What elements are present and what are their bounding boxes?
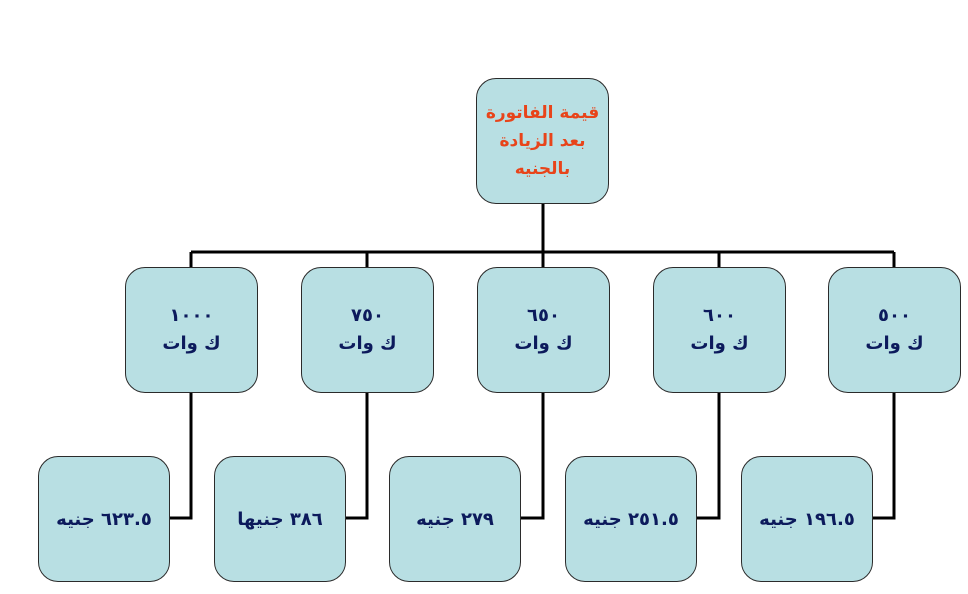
root-line-1: قيمة الفاتورة — [485, 103, 600, 123]
cost-node-4: ٢٥١.٥ جنيه — [565, 456, 697, 582]
consumption-value: ٧٥٠ — [351, 305, 384, 326]
elbow-1 — [170, 393, 193, 520]
cost-node-1: ٦٢٣.٥ جنيه — [38, 456, 170, 582]
consumption-unit: ك وات — [338, 333, 397, 354]
cost-value: ٦٢٣.٥ جنيه — [56, 508, 152, 530]
elbow-5 — [873, 393, 896, 520]
consumption-node-500: ٥٠٠ ك وات — [828, 267, 961, 393]
elbow-2 — [346, 393, 369, 520]
consumption-value: ٥٠٠ — [878, 305, 911, 326]
cost-value: ٣٨٦ جنيها — [237, 508, 323, 530]
root-line-3: بالجنيه — [514, 159, 571, 179]
consumption-node-750: ٧٥٠ ك وات — [301, 267, 434, 393]
consumption-unit: ك وات — [514, 333, 573, 354]
consumption-node-650: ٦٥٠ ك وات — [477, 267, 610, 393]
consumption-value: ٦٥٠ — [527, 305, 560, 326]
elbow-3 — [521, 393, 545, 520]
consumption-unit: ك وات — [162, 333, 221, 354]
cost-value: ١٩٦.٥ جنيه — [759, 508, 855, 530]
elbow-4 — [697, 393, 721, 520]
cost-node-2: ٣٨٦ جنيها — [214, 456, 346, 582]
consumption-node-600: ٦٠٠ ك وات — [653, 267, 786, 393]
consumption-node-1000: ١٠٠٠ ك وات — [125, 267, 258, 393]
consumption-value: ٦٠٠ — [703, 305, 736, 326]
root-line-2: بعد الزيادة — [499, 131, 586, 151]
cost-node-5: ١٩٦.٥ جنيه — [741, 456, 873, 582]
consumption-value: ١٠٠٠ — [169, 305, 214, 326]
cost-node-3: ٢٧٩ جنيه — [389, 456, 521, 582]
cost-value: ٢٧٩ جنيه — [416, 508, 494, 530]
root-node-invoice-value: قيمة الفاتورة بعد الزيادة بالجنيه — [476, 78, 609, 204]
consumption-unit: ك وات — [865, 333, 924, 354]
cost-value: ٢٥١.٥ جنيه — [583, 508, 679, 530]
consumption-unit: ك وات — [690, 333, 749, 354]
